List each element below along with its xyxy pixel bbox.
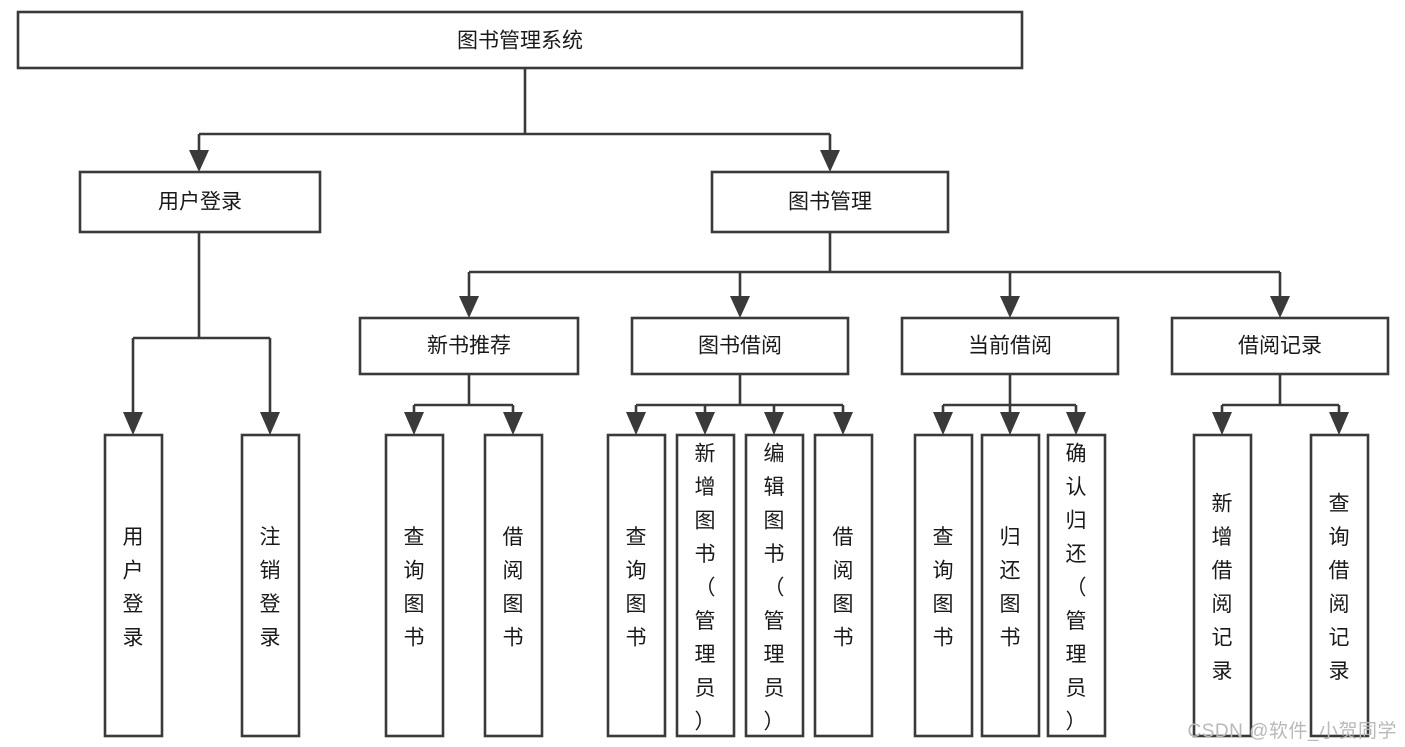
leaf-query-record[interactable]: 查询借阅记录 (1309, 433, 1370, 738)
leaf-query-record-box[interactable] (1309, 433, 1370, 738)
leaf-logout-login-label: 注销登录 (260, 526, 281, 650)
leaf-query-book-1-box[interactable] (384, 433, 445, 738)
leaf-add-book-label: 新增图书（管理员） (695, 442, 716, 733)
connectors-user-login-to-leaves (123, 232, 280, 435)
arrow-to-book-borrow (730, 296, 750, 318)
connectors-book-management-to-level3 (459, 232, 1290, 318)
leaf-confirm-return[interactable]: 确认归还（管理员） (1046, 433, 1107, 738)
arrow-leaf-edit-book (764, 412, 784, 435)
arrow-to-borrow-record (1270, 296, 1290, 318)
node-root-box[interactable] (16, 10, 1024, 70)
node-borrow-record[interactable]: 借阅记录 (1170, 316, 1390, 376)
node-borrow-record-box[interactable] (1170, 316, 1390, 376)
connectors-book-borrow-to-leaves (626, 374, 853, 435)
arrow-leaf-add-record (1212, 412, 1232, 435)
node-book-management-box[interactable] (710, 170, 950, 234)
leaf-edit-book-label: 编辑图书（管理员） (764, 442, 785, 733)
arrow-leaf-return-book (1000, 412, 1020, 435)
leaf-user-login-label: 用户登录 (123, 526, 144, 650)
leaf-query-book-3-box[interactable] (913, 433, 974, 738)
node-book-management[interactable]: 图书管理 (710, 170, 950, 234)
arrow-leaf-query-book-3 (933, 412, 953, 435)
arrow-to-book-management (820, 150, 840, 172)
leaf-logout-login-box[interactable] (240, 433, 301, 738)
connectors-borrow-record-to-leaves (1212, 374, 1349, 435)
node-new-book-recommend-box[interactable] (358, 316, 580, 376)
node-user-login-label: 用户登录 (158, 191, 242, 214)
leaf-query-book-3[interactable]: 查询图书 (913, 433, 974, 738)
leaf-query-record-label: 查询借阅记录 (1329, 493, 1350, 684)
node-borrow-record-label: 借阅记录 (1238, 335, 1322, 358)
leaf-edit-book-box[interactable] (744, 433, 805, 738)
leaf-return-book-label: 归还图书 (1000, 526, 1021, 650)
leaf-confirm-return-box[interactable] (1046, 433, 1107, 738)
leaf-user-login[interactable]: 用户登录 (103, 433, 164, 738)
node-current-borrow[interactable]: 当前借阅 (900, 316, 1120, 376)
arrow-leaf-confirm-return (1066, 412, 1086, 435)
node-user-login[interactable]: 用户登录 (78, 170, 322, 234)
arrow-leaf-borrow-book-2 (833, 412, 853, 435)
leaf-return-book[interactable]: 归还图书 (980, 433, 1041, 738)
leaf-query-book-2-label: 查询图书 (626, 526, 647, 650)
arrow-to-new-book-recommend (459, 296, 479, 318)
leaf-edit-book[interactable]: 编辑图书（管理员） (744, 433, 805, 738)
node-new-book-recommend[interactable]: 新书推荐 (358, 316, 580, 376)
leaf-borrow-book-1-box[interactable] (483, 433, 544, 738)
node-book-borrow-box[interactable] (630, 316, 850, 376)
node-book-borrow[interactable]: 图书借阅 (630, 316, 850, 376)
node-current-borrow-label: 当前借阅 (968, 335, 1052, 358)
leaf-query-book-2-box[interactable] (606, 433, 667, 738)
connectors-new-book-to-leaves (404, 374, 523, 435)
leaf-query-book-2[interactable]: 查询图书 (606, 433, 667, 738)
leaf-borrow-book-2-box[interactable] (813, 433, 874, 738)
leaf-add-record-box[interactable] (1192, 433, 1253, 738)
node-new-book-recommend-label: 新书推荐 (427, 335, 511, 358)
leaf-borrow-book-1-label: 借阅图书 (503, 526, 524, 650)
leaf-query-book-3-label: 查询图书 (933, 526, 954, 650)
leaf-query-book-1-label: 查询图书 (404, 526, 425, 650)
connectors-current-borrow-to-leaves (933, 374, 1086, 435)
node-root-system[interactable]: 图书管理系统 (16, 10, 1024, 70)
connectors-root-to-level2 (189, 68, 840, 172)
node-book-management-label: 图书管理 (788, 191, 872, 214)
leaf-query-book-1[interactable]: 查询图书 (384, 433, 445, 738)
leaf-confirm-return-label: 确认归还（管理员） (1066, 442, 1087, 733)
leaf-add-record[interactable]: 新增借阅记录 (1192, 433, 1253, 738)
leaf-borrow-book-1[interactable]: 借阅图书 (483, 433, 544, 738)
arrow-leaf-user-login (123, 412, 143, 435)
arrow-leaf-borrow-book-1 (503, 412, 523, 435)
arrow-leaf-query-book-1 (404, 412, 424, 435)
node-book-borrow-label: 图书借阅 (698, 335, 782, 358)
leaf-user-login-box[interactable] (103, 433, 164, 738)
leaf-borrow-book-2[interactable]: 借阅图书 (813, 433, 874, 738)
arrow-to-user-login (189, 150, 209, 172)
leaf-add-record-label: 新增借阅记录 (1212, 493, 1233, 684)
node-root-label: 图书管理系统 (457, 30, 583, 53)
leaf-return-book-box[interactable] (980, 433, 1041, 738)
leaf-add-book[interactable]: 新增图书（管理员） (675, 433, 736, 738)
node-current-borrow-box[interactable] (900, 316, 1120, 376)
arrow-leaf-query-record (1329, 412, 1349, 435)
arrow-leaf-query-book-2 (626, 412, 646, 435)
arrow-leaf-add-book (695, 412, 715, 435)
leaf-add-book-box[interactable] (675, 433, 736, 738)
arrow-to-current-borrow (1000, 296, 1020, 318)
node-user-login-box[interactable] (78, 170, 322, 234)
arrow-leaf-logout-login (260, 412, 280, 435)
leaf-logout-login[interactable]: 注销登录 (240, 433, 301, 738)
leaf-borrow-book-2-label: 借阅图书 (833, 526, 854, 650)
